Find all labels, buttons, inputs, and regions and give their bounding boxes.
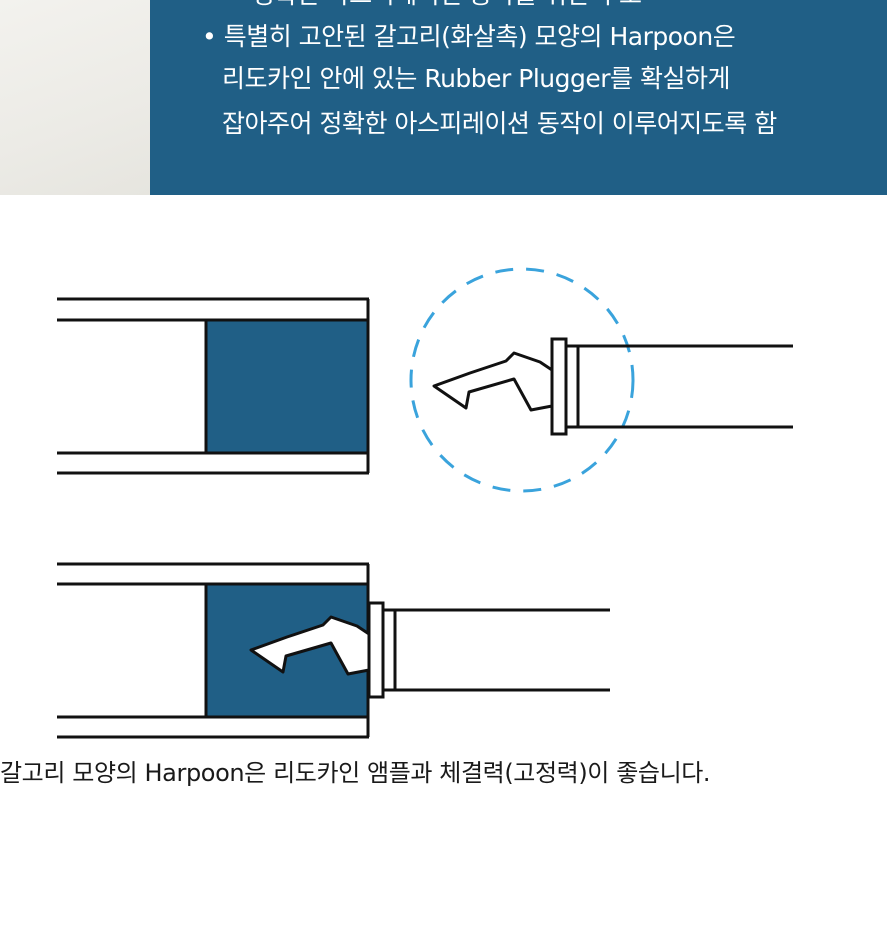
info-line-1-text: 특별히 고안된 갈고리(화살촉) 모양의 Harpoon은 (223, 22, 736, 51)
info-panel: • 정확한 아스피레이션 동작을 위한 구조 • 특별히 고안된 갈고리(화살촉… (150, 0, 887, 195)
rubber-plugger (204, 318, 370, 455)
harpoon-diagram (57, 267, 793, 739)
product-photo-edge (0, 0, 150, 195)
needle-hub-flange (550, 337, 568, 436)
caption: 갈고리 모양의 Harpoon은 리도카인 앰플과 체결력(고정력)이 좋습니다… (0, 759, 711, 787)
info-line-2: 리도카인 안에 있는 Rubber Plugger를 확실하게 (222, 64, 731, 93)
needle-hub-inner (564, 344, 580, 429)
harpoon-arrowhead-icon (432, 351, 554, 412)
cartridge-upper (57, 297, 370, 475)
info-line-3: 잡아주어 정확한 아스피레이션 동작이 이루어지도록 함 (222, 109, 777, 138)
needle-hub-inner (381, 608, 397, 692)
harpoon-arrowhead-icon (249, 615, 371, 676)
dashed-circle-highlight (409, 267, 635, 493)
harpoon-upper (432, 337, 793, 436)
harpoon-lower (249, 601, 610, 699)
info-line-1: • 특별히 고안된 갈고리(화살촉) 모양의 Harpoon은 (202, 22, 736, 52)
bullet: • (202, 22, 217, 51)
cartridge-lower (57, 562, 370, 739)
needle-hub-flange (367, 601, 385, 699)
info-line-cut-off: • 정확한 아스피레이션 동작을 위한 구조 (230, 0, 642, 10)
